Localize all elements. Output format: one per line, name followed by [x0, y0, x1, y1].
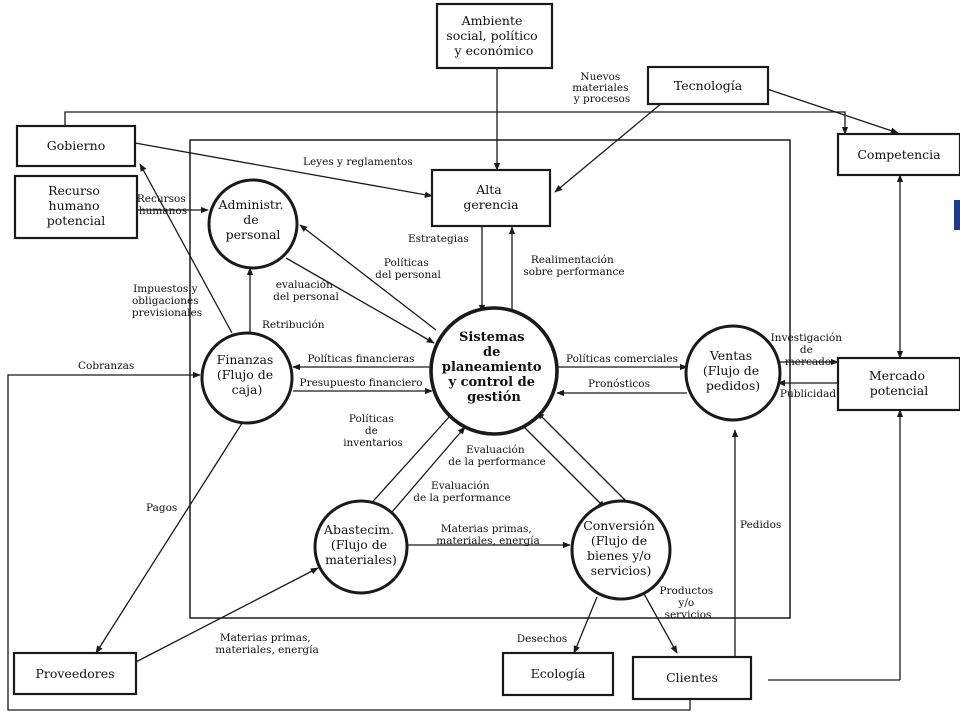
node-box-clientes — [631, 655, 753, 701]
label-recursos-humanos: Recursos humanos — [137, 193, 189, 217]
node-circle-abastecim — [313, 499, 409, 595]
label-pagos: Pagos — [146, 502, 177, 514]
label-publicidad: Publicidad — [780, 388, 836, 400]
arrow-finanzas-proveedores — [95, 419, 245, 654]
arrow-conversion-ecologia — [573, 596, 598, 654]
node-box-recurso — [13, 174, 139, 240]
label-materias-2: Materias primas, materiales, energía — [215, 632, 318, 656]
label-desechos: Desechos — [517, 633, 568, 645]
label-evaluacion-personal: evaluación del personal — [273, 279, 339, 303]
label-cobranzas: Cobranzas — [78, 360, 134, 372]
label-investigacion: Investigación de mercado — [771, 332, 846, 368]
label-pedidos: Pedidos — [740, 519, 781, 531]
node-competencia: Competencia — [857, 147, 941, 162]
label-productos: Productos y/o servicios — [659, 585, 716, 621]
arrow-sistemas-administr — [299, 224, 437, 331]
arrow-tecnologia-competencia-2 — [751, 83, 899, 134]
node-box-mercado — [836, 356, 960, 412]
label-politicas-comerciales: Políticas comerciales — [566, 353, 678, 365]
node-box-competencia — [836, 132, 960, 177]
arrow-tecnologia-alta — [554, 102, 663, 193]
node-box-proveedores — [12, 651, 138, 696]
node-recurso: Recurso humano potencial — [47, 183, 105, 228]
line-clientes-cobranzas — [7, 371, 691, 711]
node-conversion: Conversión (Flujo de bienes y/o servicio… — [583, 518, 659, 578]
organization-boundary — [189, 139, 791, 619]
node-finanzas: Finanzas (Flujo de caja) — [217, 352, 278, 397]
node-box-tecnologia — [646, 65, 770, 106]
arrow-finanzas-gobierno — [139, 163, 233, 334]
node-circle-ventas — [684, 324, 782, 422]
node-clientes: Clientes — [666, 670, 718, 685]
arrow-gobierno-alta — [134, 142, 433, 198]
node-sistemas: Sistemas de planeamiento y control de ge… — [442, 330, 546, 405]
arrow-conversion-sistemas — [536, 411, 628, 503]
label-estrategias: Estrategias — [408, 233, 469, 245]
arrow-sistemas-abastecim — [366, 415, 451, 509]
arrow-abastecim-sistemas — [391, 426, 466, 513]
node-abastecim: Abastecim. (Flujo de materiales) — [323, 522, 398, 567]
edge-mark — [954, 200, 960, 230]
node-box-alta — [430, 168, 552, 228]
label-retribucion: Retribución — [262, 319, 325, 331]
label-leyes: Leyes y reglamentos — [303, 156, 413, 168]
node-gobierno: Gobierno — [47, 138, 105, 153]
node-mercado: Mercado potencial — [869, 368, 929, 398]
node-circle-sistemas — [429, 306, 559, 436]
label-presupuesto: Presupuesto financiero — [300, 377, 423, 389]
node-ambiente: Ambiente social, político y económico — [446, 13, 541, 58]
node-ventas: Ventas (Flujo de pedidos) — [703, 348, 763, 393]
label-pronosticos: Pronósticos — [588, 378, 650, 390]
label-evaluacion-perf-1: Evaluación de la performance — [448, 444, 545, 468]
node-alta: Alta gerencia — [463, 182, 519, 212]
node-tecnologia: Tecnología — [674, 78, 743, 93]
node-proveedores: Proveedores — [35, 666, 114, 681]
arrow-conversion-clientes — [642, 591, 678, 654]
node-circle-finanzas — [200, 331, 294, 425]
label-realimentacion: Realimentación sobre performance — [523, 254, 624, 278]
label-evaluacion-perf-2: Evaluación de la performance — [413, 480, 510, 504]
arrow-administr-sistemas — [285, 257, 435, 344]
node-box-ambiente — [435, 2, 554, 70]
node-circle-conversion — [570, 499, 672, 601]
arrow-sistemas-conversion — [519, 422, 606, 509]
node-box-ecologia — [501, 651, 615, 697]
label-politicas-inventarios: Políticas de inventarios — [343, 413, 403, 449]
label-nuevos: Nuevos materiales y procesos — [572, 71, 632, 105]
node-administr: Administr. de personal — [218, 197, 288, 242]
label-politicas-personal: Políticas del personal — [375, 257, 441, 281]
label-politicas-financieras: Políticas financieras — [307, 353, 414, 365]
node-box-gobierno — [15, 124, 137, 168]
arrow-proveedores-abastecim — [129, 567, 319, 666]
label-impuestos: Impuestos y obligaciones previsionales — [132, 283, 202, 319]
arrow-tecnologia-competencia — [64, 111, 849, 135]
node-circle-administr — [207, 178, 299, 270]
label-materias-1: Materias primas, materiales, energía — [436, 523, 539, 547]
connectors — [7, 68, 904, 711]
node-ecologia: Ecología — [531, 666, 586, 681]
